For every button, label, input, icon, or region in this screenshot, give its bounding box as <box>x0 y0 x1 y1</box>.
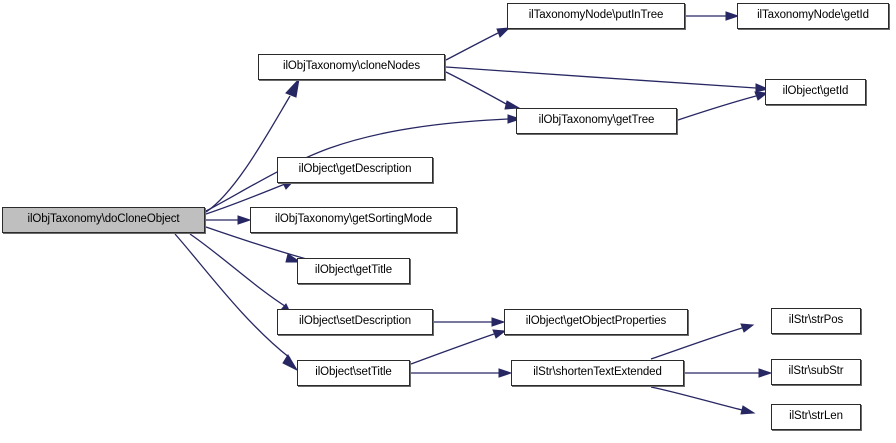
node-label: ilTaxonomyNode\putInTree <box>528 9 664 22</box>
node-label: ilStr\subStr <box>788 365 844 378</box>
edge-shortenTextExtended-to-subStr <box>685 368 773 378</box>
edge-putInTree-to-taxNodeGetId <box>686 11 740 21</box>
node-label: ilStr\strLen <box>789 410 843 423</box>
edge-shortenTextExtended-to-strLen <box>650 386 756 415</box>
node-getSortingMode[interactable]: ilObjTaxonomy\getSortingMode <box>250 207 457 233</box>
node-taxNodeGetId[interactable]: ilTaxonomyNode\getId <box>737 3 889 29</box>
edge-cloneNodes-to-putInTree <box>445 27 511 61</box>
edge-setDescription-to-getObjectProperties <box>434 317 506 327</box>
node-setDescription[interactable]: ilObject\setDescription <box>277 309 433 335</box>
node-label: ilTaxonomyNode\getId <box>757 9 869 22</box>
node-label: ilObjTaxonomy\getSortingMode <box>274 213 432 226</box>
edge-arrowhead <box>282 354 299 372</box>
edge-arrowhead <box>740 405 756 415</box>
edge-arrowhead <box>496 27 511 38</box>
node-shortenTextExtended[interactable]: ilStr\shortenTextExtended <box>511 360 684 386</box>
edge-arrowhead <box>758 368 773 378</box>
edge-doCloneObject-to-cloneNodes <box>205 77 300 213</box>
edge-setTitle-to-shortenTextExtended <box>411 368 513 378</box>
node-getTree[interactable]: ilObjTaxonomy\getTree <box>516 108 677 134</box>
node-label: ilObject\setTitle <box>315 366 392 379</box>
node-label: ilObjTaxonomy\cloneNodes <box>283 60 420 73</box>
node-label: ilObject\setDescription <box>298 315 412 328</box>
node-getObjectProperties[interactable]: ilObject\getObjectProperties <box>504 309 688 335</box>
node-label: ilObject\getId <box>782 85 849 98</box>
node-doCloneObject[interactable]: ilObjTaxonomy\doCloneObject <box>2 207 205 233</box>
edge-cloneNodes-to-getTree <box>445 71 521 110</box>
edge-arrowhead <box>491 317 506 327</box>
edge-setTitle-to-getObjectProperties <box>410 329 507 365</box>
edge-doCloneObject-to-setTitle <box>174 233 299 372</box>
node-strPos[interactable]: ilStr\strPos <box>771 308 861 334</box>
node-getDescription[interactable]: ilObject\getDescription <box>277 157 433 183</box>
edge-getTree-to-objectGetId <box>677 91 769 121</box>
node-label: ilObject\getTitle <box>314 264 393 277</box>
edge-arrowhead <box>237 215 252 225</box>
edge-arrowhead <box>285 77 300 98</box>
node-label: ilStr\strPos <box>788 314 844 327</box>
edge-doCloneObject-to-setDescription <box>189 233 295 321</box>
node-cloneNodes[interactable]: ilObjTaxonomy\cloneNodes <box>258 54 445 80</box>
node-setTitle[interactable]: ilObject\setTitle <box>297 360 410 386</box>
node-getTitle[interactable]: ilObject\getTitle <box>297 258 410 284</box>
node-subStr[interactable]: ilStr\subStr <box>771 359 861 385</box>
node-objectGetId[interactable]: ilObject\getId <box>765 79 866 105</box>
node-label: ilObject\getObjectProperties <box>525 315 667 328</box>
node-label: ilStr\shortenTextExtended <box>533 366 662 379</box>
node-putInTree[interactable]: ilTaxonomyNode\putInTree <box>507 3 685 29</box>
node-label: ilObjTaxonomy\doCloneObject <box>27 213 180 226</box>
node-label: ilObject\getDescription <box>298 163 412 176</box>
edge-cloneNodes-to-objectGetId <box>445 66 770 93</box>
edge-doCloneObject-to-getSortingMode <box>206 215 252 225</box>
node-strLen[interactable]: ilStr\strLen <box>771 404 861 430</box>
edge-arrowhead <box>740 323 755 333</box>
node-label: ilObjTaxonomy\getTree <box>538 114 655 127</box>
edge-arrowhead <box>498 368 513 378</box>
